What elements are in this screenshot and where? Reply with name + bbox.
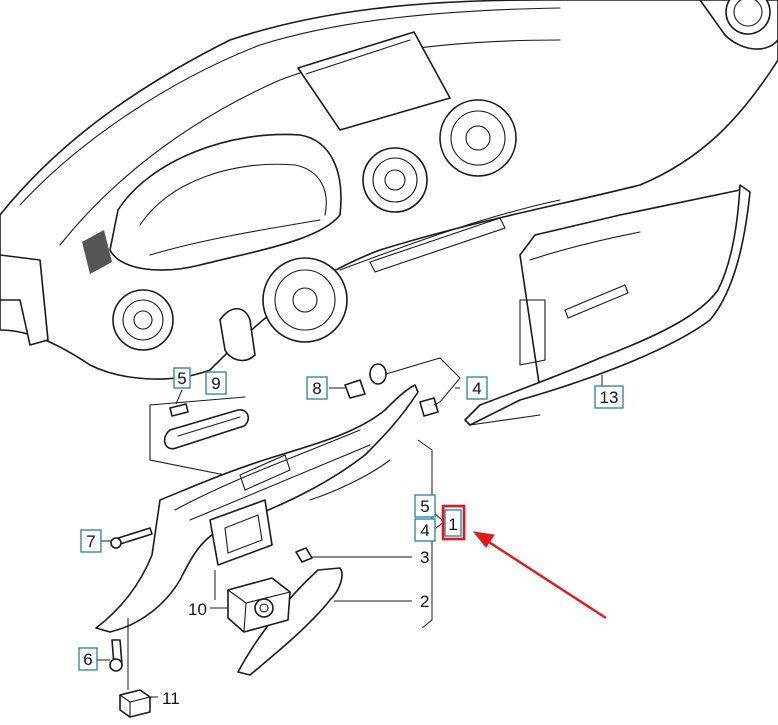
callout-9: 9 xyxy=(205,371,227,395)
svg-text:4: 4 xyxy=(420,521,429,540)
screw-7 xyxy=(110,527,153,549)
svg-text:8: 8 xyxy=(312,379,321,398)
glovebox-assembly xyxy=(464,184,751,426)
callout-5-bottom: 5 xyxy=(414,494,436,518)
callout-2-text: 2 xyxy=(420,592,429,611)
callout-1: 1 xyxy=(441,504,466,541)
callout-3-text: 3 xyxy=(420,548,429,567)
highlight-arrow xyxy=(472,531,607,620)
svg-text:4: 4 xyxy=(472,379,481,398)
svg-text:7: 7 xyxy=(86,532,95,551)
callout-13: 13 xyxy=(594,385,624,409)
callout-8: 8 xyxy=(306,376,328,400)
connector-11 xyxy=(119,618,151,718)
clip-3 xyxy=(295,547,313,563)
lower-trim-panel xyxy=(95,384,419,633)
screw-6 xyxy=(109,639,123,672)
callout-1-text: 1 xyxy=(448,515,457,534)
svg-text:9: 9 xyxy=(211,374,220,393)
callout-10-text: 10 xyxy=(188,600,207,619)
callout-11-text: 11 xyxy=(162,689,180,708)
callout-4-bottom: 4 xyxy=(414,518,436,542)
light-switch-10 xyxy=(214,570,291,633)
svg-text:5: 5 xyxy=(420,497,429,516)
svg-text:6: 6 xyxy=(83,650,92,669)
dashboard-panel xyxy=(0,0,778,380)
callout-7: 7 xyxy=(80,529,102,553)
clip-8 xyxy=(344,379,366,399)
callout-6: 6 xyxy=(78,647,98,671)
trim-strip-9 xyxy=(149,396,251,481)
callout-4-top: 4 xyxy=(466,376,488,400)
svg-text:5: 5 xyxy=(177,369,186,388)
callout-5-top: 5 xyxy=(173,367,191,389)
svg-text:13: 13 xyxy=(600,388,619,407)
clip-5 xyxy=(169,403,189,417)
